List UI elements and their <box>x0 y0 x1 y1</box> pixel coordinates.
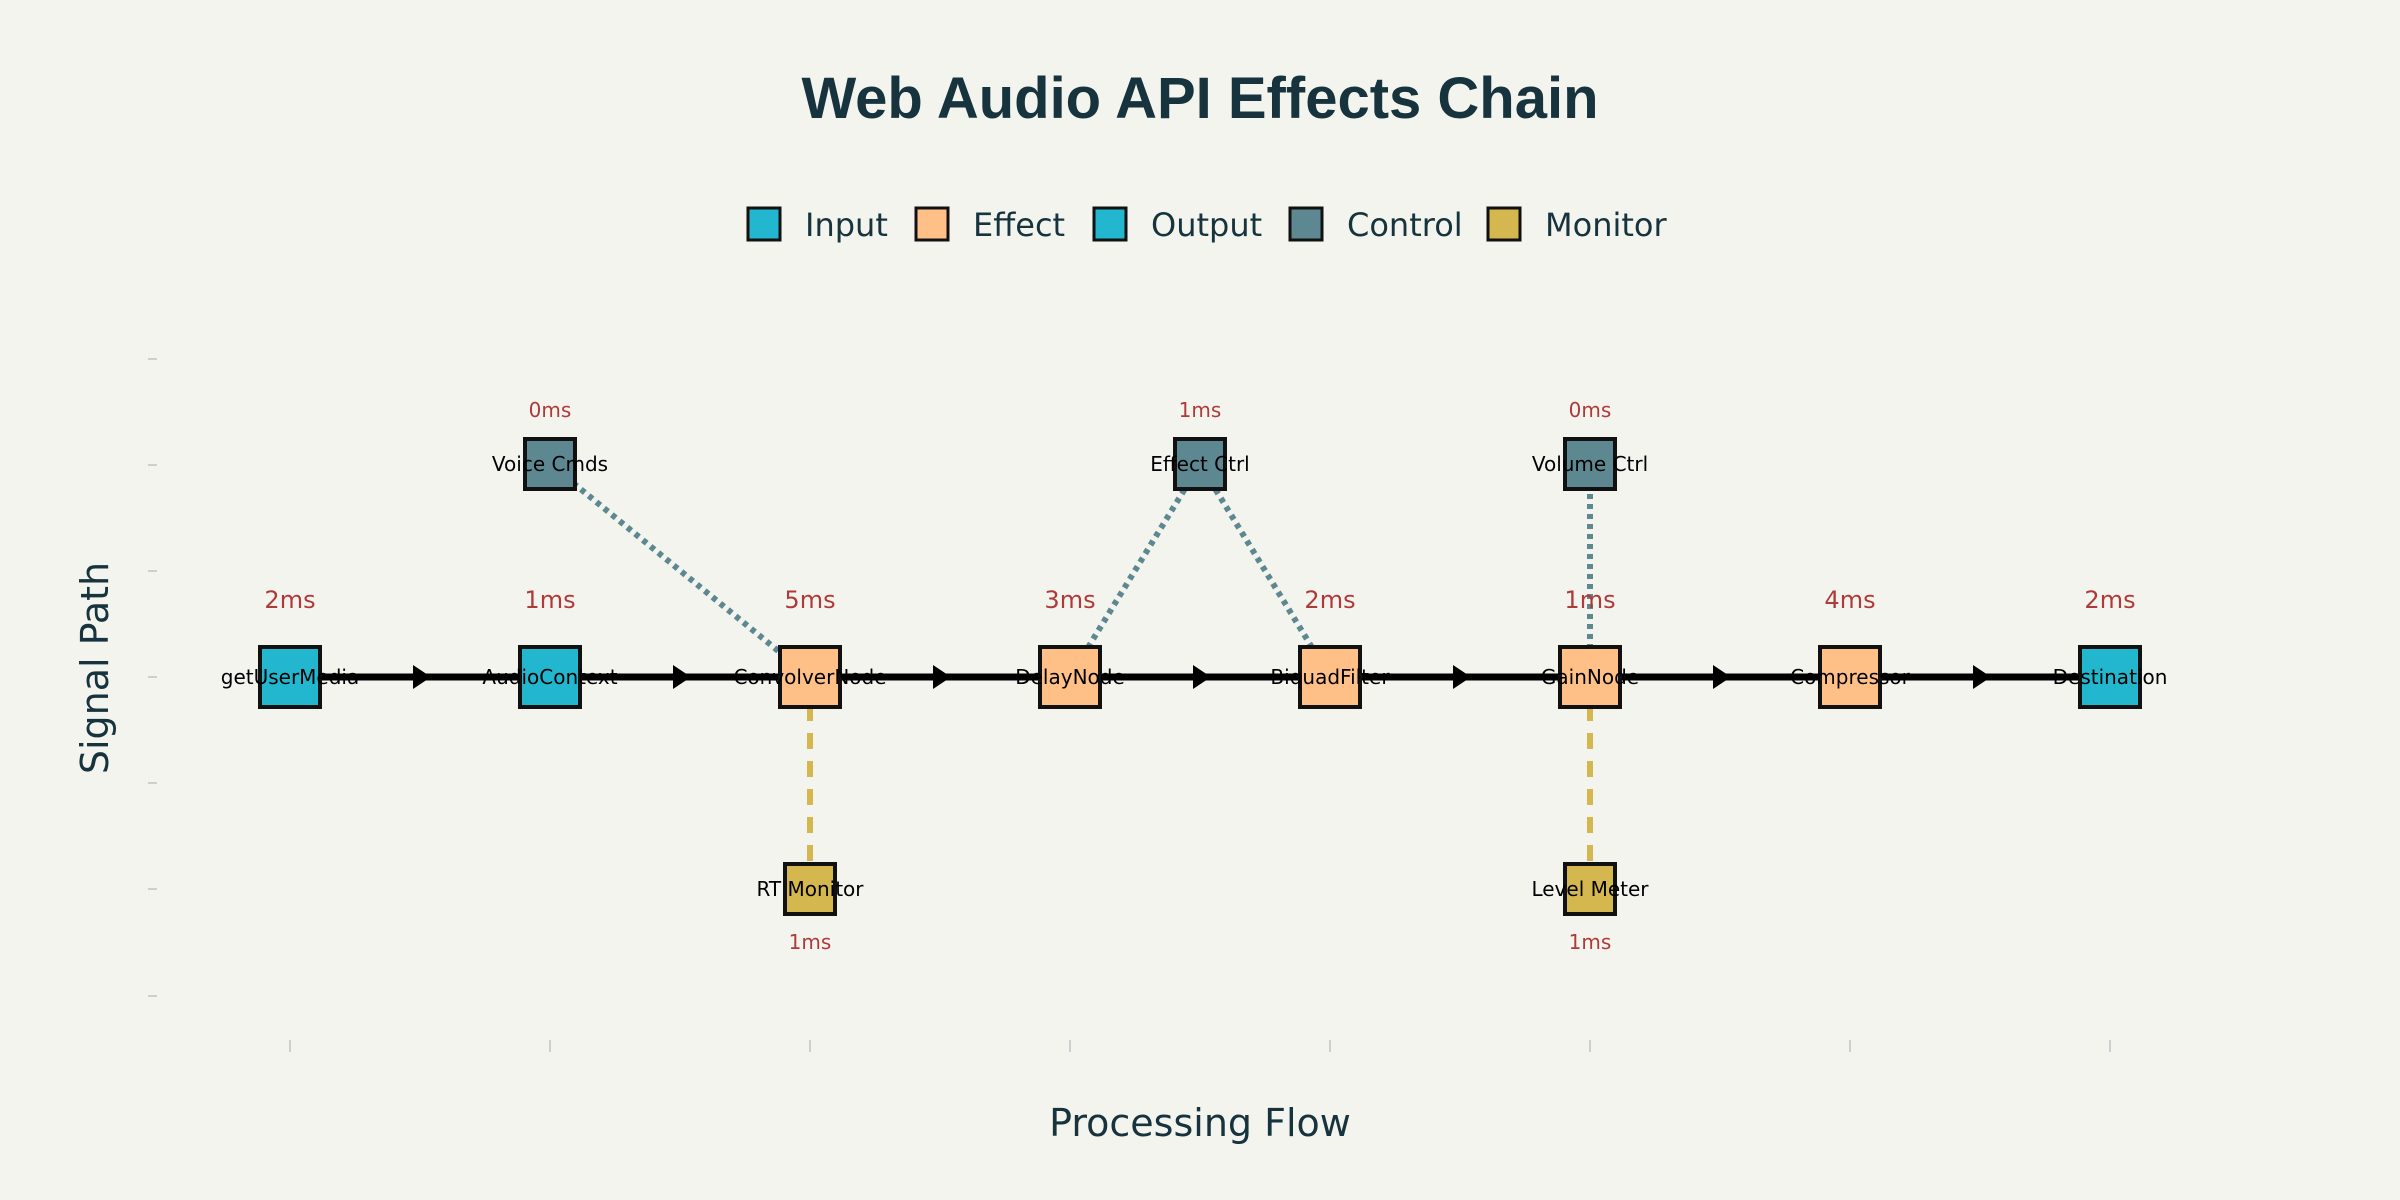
node-label-voice-cmds: Voice Cmds <box>492 452 608 476</box>
nodes: getUserMedia2msAudioContext1msConvolverN… <box>221 398 2168 954</box>
node-level-meter <box>1563 862 1617 916</box>
node-label-level-meter: Level Meter <box>1531 877 1649 901</box>
node-label-destination: Destination <box>2053 665 2168 689</box>
axis-ticks <box>148 358 2111 1052</box>
node-getusermedia <box>258 645 322 709</box>
latency-delaynode: 3ms <box>1044 586 1095 614</box>
node-label-effect-ctrl: Effect Ctrl <box>1150 452 1250 476</box>
latency-compressor: 4ms <box>1824 586 1875 614</box>
node-label-volume-ctrl: Volume Ctrl <box>1532 452 1648 476</box>
control-link-effect-ctrl-4 <box>1067 462 1203 679</box>
node-label-audiocontext: AudioContext <box>482 665 617 689</box>
latency-effect-ctrl: 1ms <box>1179 398 1222 422</box>
latency-audiocontext: 1ms <box>524 586 575 614</box>
node-label-getusermedia: getUserMedia <box>221 665 360 689</box>
legend-label-effect: Effect <box>973 206 1065 244</box>
legend-label-output: Output <box>1151 206 1262 244</box>
node-audiocontext <box>518 645 582 709</box>
node-destination <box>2078 645 2142 709</box>
flow-arrow-7 <box>1973 665 1991 689</box>
node-label-delaynode: DelayNode <box>1015 665 1125 689</box>
legend-swatch-input <box>746 206 782 242</box>
node-biquadfilter <box>1298 645 1362 709</box>
latency-convolvernode: 5ms <box>784 586 835 614</box>
legend-label-control: Control <box>1347 206 1463 244</box>
legend: Input Effect Output Control Monitor <box>746 206 1667 244</box>
node-convolvernode <box>778 645 842 709</box>
flow-arrow-6 <box>1713 665 1731 689</box>
node-compressor <box>1818 645 1882 709</box>
diagram-title: Web Audio API Effects Chain <box>801 66 1598 131</box>
node-label-biquadfilter: BiquadFilter <box>1270 665 1390 689</box>
flow-arrow-4 <box>1193 665 1211 689</box>
x-axis-label: Processing Flow <box>1049 1101 1351 1145</box>
node-volume-ctrl <box>1563 437 1617 491</box>
node-label-gainnode: GainNode <box>1541 665 1639 689</box>
node-effect-ctrl <box>1173 437 1227 491</box>
latency-biquadfilter: 2ms <box>1304 586 1355 614</box>
control-link-voice-cmds-3 <box>548 461 812 680</box>
legend-label-monitor: Monitor <box>1545 206 1667 244</box>
flow-arrow-5 <box>1453 665 1471 689</box>
legend-swatch-output <box>1092 206 1128 242</box>
control-link-effect-ctrl-5 <box>1197 462 1333 679</box>
connectors <box>290 461 2110 889</box>
node-label-rt-monitor: RT Monitor <box>756 877 864 901</box>
node-delaynode <box>1038 645 1102 709</box>
latency-getusermedia: 2ms <box>264 586 315 614</box>
latency-rt-monitor: 1ms <box>789 930 832 954</box>
legend-label-input: Input <box>805 206 888 244</box>
node-rt-monitor <box>783 862 837 916</box>
flow-arrow-3 <box>933 665 951 689</box>
latency-destination: 2ms <box>2084 586 2135 614</box>
node-label-compressor: Compressor <box>1790 665 1911 689</box>
node-gainnode <box>1558 645 1622 709</box>
latency-voice-cmds: 0ms <box>529 398 572 422</box>
y-axis-label: Signal Path <box>73 562 117 774</box>
latency-level-meter: 1ms <box>1569 930 1612 954</box>
flow-arrow-1 <box>413 665 431 689</box>
node-label-convolvernode: ConvolverNode <box>733 665 886 689</box>
node-voice-cmds <box>523 437 577 491</box>
legend-swatch-effect <box>914 206 950 242</box>
latency-gainnode: 1ms <box>1564 586 1615 614</box>
latency-volume-ctrl: 0ms <box>1569 398 1612 422</box>
flow-arrow-2 <box>673 665 691 689</box>
legend-swatch-control <box>1288 206 1324 242</box>
legend-swatch-monitor <box>1486 206 1522 242</box>
